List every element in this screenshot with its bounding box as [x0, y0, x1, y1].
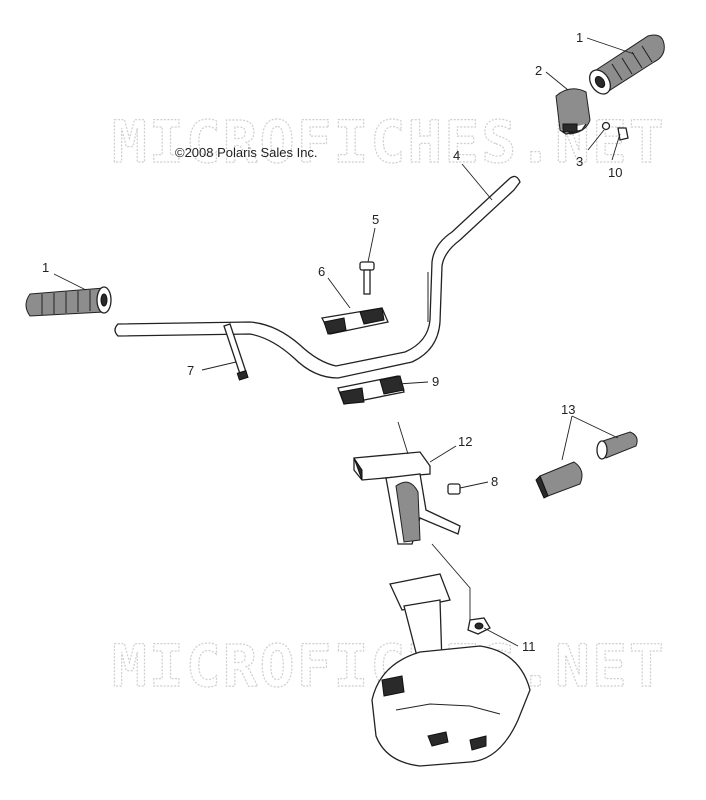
- callout-bolt: 5: [372, 212, 379, 227]
- bolt: [359, 261, 375, 295]
- bolt-short: [447, 483, 461, 495]
- callout-grip-right: 1: [576, 30, 583, 45]
- rod: [223, 323, 249, 381]
- grip-kit: [535, 431, 638, 499]
- clamp-lower: [337, 375, 405, 405]
- bracket: [353, 451, 461, 545]
- cover: [555, 88, 591, 135]
- callout-cover: 2: [535, 63, 542, 78]
- screw-small: [601, 121, 611, 131]
- callout-rod: 7: [187, 363, 194, 378]
- grip-left: [25, 286, 112, 317]
- callout-bracket: 12: [458, 434, 472, 449]
- callout-screw-small: 3: [576, 154, 583, 169]
- handlebar: [114, 175, 521, 379]
- clamp-upper: [321, 307, 389, 335]
- callout-clamp-lower: 9: [432, 374, 439, 389]
- callout-clamp-upper: 6: [318, 264, 325, 279]
- leader-lines: [53, 37, 635, 647]
- copyright-text: ©2008 Polaris Sales Inc.: [175, 145, 318, 160]
- steering-post: [371, 573, 531, 767]
- grip-right: [589, 34, 665, 95]
- callout-grip-left: 1: [42, 260, 49, 275]
- callout-bolt-short: 8: [491, 474, 498, 489]
- callout-nut: 11: [522, 639, 536, 654]
- nut: [467, 617, 491, 635]
- nut-small: [617, 127, 629, 141]
- callouts: 1 2 3 10 4 5 6 1 7 9 12 8 13 11: [42, 30, 622, 654]
- callout-nut-small: 10: [608, 165, 622, 180]
- callout-grip-kit: 13: [561, 402, 575, 417]
- callout-handlebar: 4: [453, 148, 460, 163]
